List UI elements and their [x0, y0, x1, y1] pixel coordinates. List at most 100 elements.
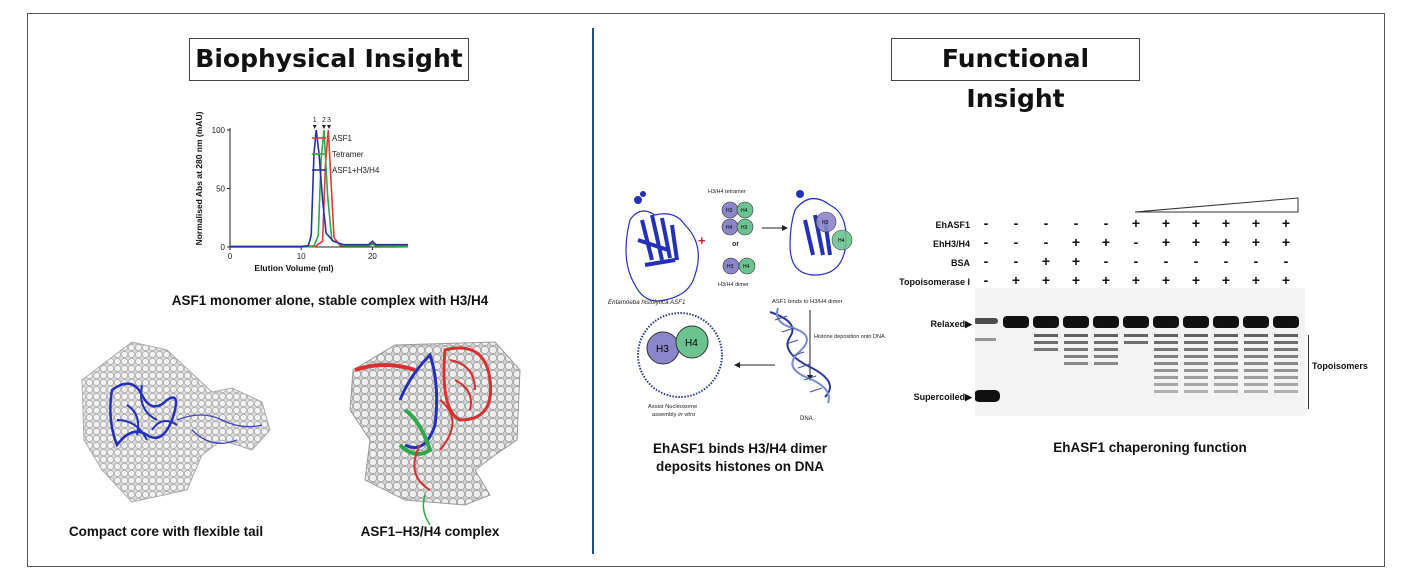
- gel-band-relaxed: [1213, 316, 1239, 328]
- gel-sign-cell: +: [1281, 215, 1291, 231]
- gel-sign-cell: -: [1163, 253, 1169, 269]
- relaxed-marker: Relaxed▶: [930, 319, 972, 329]
- svg-text:H3/H4 dimer: H3/H4 dimer: [718, 282, 749, 288]
- gel-sign-cell: -: [1133, 253, 1139, 269]
- gel-sign-cell: +: [1251, 215, 1261, 231]
- gel-band-topoisomer: [1244, 390, 1268, 393]
- gel-band-topoisomer: [1154, 355, 1178, 358]
- peak-marker-arrow: [312, 125, 317, 129]
- pathway-diagram: Entamoeba histolytica ASF1 + H3/H4 tetra…: [608, 189, 885, 422]
- svg-text:H3: H3: [727, 264, 734, 270]
- gel-sign-cell: -: [1013, 234, 1019, 250]
- svg-text:H4: H4: [743, 264, 750, 270]
- legend-entry: Tetramer: [332, 150, 364, 159]
- peak-marker-label: 1: [313, 117, 317, 124]
- gel-band-relaxed: [1243, 316, 1269, 328]
- gel-row-label-ehh3h4: EhH3/H4: [932, 239, 970, 249]
- gel-band-relaxed: [1273, 316, 1299, 328]
- gel-sign-cell: +: [1251, 272, 1261, 288]
- functional-title: Functional Insight: [891, 38, 1140, 113]
- topoisomers-label: Topoisomers: [1312, 361, 1368, 371]
- series-line-tetramer: [230, 129, 409, 248]
- svg-text:H4: H4: [838, 238, 845, 244]
- biophysical-title: Biophysical Insight: [189, 38, 469, 81]
- gel-sign-cell: +: [1191, 215, 1201, 231]
- gel-band-topoisomer: [1214, 383, 1238, 386]
- gel-band-topoisomer: [1064, 355, 1088, 358]
- gel-sign-cell: +: [1251, 234, 1261, 250]
- gel-band-topoisomer: [1154, 334, 1178, 337]
- x-tick-label: 0: [228, 252, 233, 261]
- gel-band-topoisomer: [1094, 362, 1118, 365]
- nucleosome: H3 H4: [637, 312, 723, 398]
- y-tick-label: 100: [212, 126, 226, 135]
- gel-sign-cell: -: [983, 272, 989, 288]
- gel-sign-cell: +: [1041, 272, 1051, 288]
- gel-band-topoisomer: [1214, 376, 1238, 379]
- gel-band-topoisomer: [1244, 369, 1268, 372]
- svg-text:Assist Nucleosome: Assist Nucleosome: [648, 404, 697, 410]
- gel-sign-cell: -: [983, 253, 989, 269]
- gel-band-topoisomer: [1274, 390, 1298, 393]
- pathway-caption: EhASF1 binds H3/H4 dimer deposits histon…: [610, 440, 870, 476]
- gel-sign-cell: +: [1281, 272, 1291, 288]
- supercoiled-marker: Supercoiled▶: [913, 392, 972, 402]
- svg-text:Histone deposition onto DNA: Histone deposition onto DNA: [814, 334, 885, 340]
- gel-sign-cell: +: [1281, 234, 1291, 250]
- svg-text:H4: H4: [726, 225, 733, 231]
- gel-band-topoisomer: [1214, 355, 1238, 358]
- gel-band-topoisomer: [1184, 348, 1208, 351]
- gel-sign-cell: +: [1101, 272, 1111, 288]
- gel-sign-cell: +: [1131, 215, 1141, 231]
- y-axis-label: Normalised Abs at 280 nm (mAU): [194, 111, 204, 245]
- gel-band-supercoiled: [975, 390, 1000, 402]
- gel-sign-cell: +: [1161, 234, 1171, 250]
- gel-band-topoisomer: [1154, 369, 1178, 372]
- gel-band-topoisomer: [1244, 348, 1268, 351]
- gel-band-relaxed: [1123, 316, 1149, 328]
- topoisomers-bracket: [1308, 335, 1309, 409]
- x-axis-label: Elution Volume (ml): [254, 263, 333, 273]
- dna-helix: [769, 307, 831, 404]
- gel-row-label-bsa: BSA: [950, 258, 970, 268]
- legend-entry: ASF1+H3/H4: [332, 166, 380, 175]
- figure-frame: [27, 13, 1385, 567]
- svg-text:H4: H4: [685, 338, 698, 349]
- gel-sign-cell: +: [1161, 215, 1171, 231]
- gel-band-topoisomer: [1184, 341, 1208, 344]
- gel-band-relaxed: [1183, 316, 1209, 328]
- gel-band-topoisomer: [1214, 369, 1238, 372]
- pathway-caption-line2: deposits histones on DNA: [655, 459, 824, 474]
- model2-caption: ASF1–H3/H4 complex: [360, 524, 500, 539]
- gel-sign-cell: +: [1221, 215, 1231, 231]
- saxs-model-complex: [349, 341, 521, 526]
- gel-band-relaxed: [1033, 316, 1059, 328]
- peak-marker-arrow: [321, 125, 326, 129]
- gel-sign-cell: -: [1013, 253, 1019, 269]
- legend-entry: ASF1: [332, 134, 353, 143]
- gel-sign-cell: -: [1253, 253, 1259, 269]
- gel-band-topoisomer: [1094, 348, 1118, 351]
- sec-caption: ASF1 monomer alone, stable complex with …: [171, 293, 489, 308]
- peak-marker-label: 2: [322, 117, 326, 124]
- gel-sign-cell: -: [1193, 253, 1199, 269]
- gel-band-relaxed: [1153, 316, 1179, 328]
- gel-band: [975, 338, 996, 341]
- svg-text:assembly in vitro: assembly in vitro: [652, 412, 696, 418]
- gel-band-topoisomer: [1094, 334, 1118, 337]
- asf1-h3h4-bound-structure: H3 H4: [789, 190, 853, 276]
- gel-band-topoisomer: [1154, 376, 1178, 379]
- gel-sign-cell: -: [1103, 253, 1109, 269]
- gel-band-topoisomer: [1094, 341, 1118, 344]
- x-tick-label: 20: [368, 252, 377, 261]
- svg-text:Entamoeba histolytica ASF1: Entamoeba histolytica ASF1: [608, 299, 686, 306]
- concentration-wedge: [1134, 197, 1299, 213]
- svg-text:H3/H4 tetramer: H3/H4 tetramer: [708, 189, 746, 195]
- gel-band-topoisomer: [1274, 383, 1298, 386]
- gel-sign-cell: +: [1071, 272, 1081, 288]
- gel-sign-cell: +: [1071, 253, 1081, 269]
- gel-sign-cell: -: [1103, 215, 1109, 231]
- gel-band-topoisomer: [1214, 341, 1238, 344]
- gel-band-topoisomer: [1064, 362, 1088, 365]
